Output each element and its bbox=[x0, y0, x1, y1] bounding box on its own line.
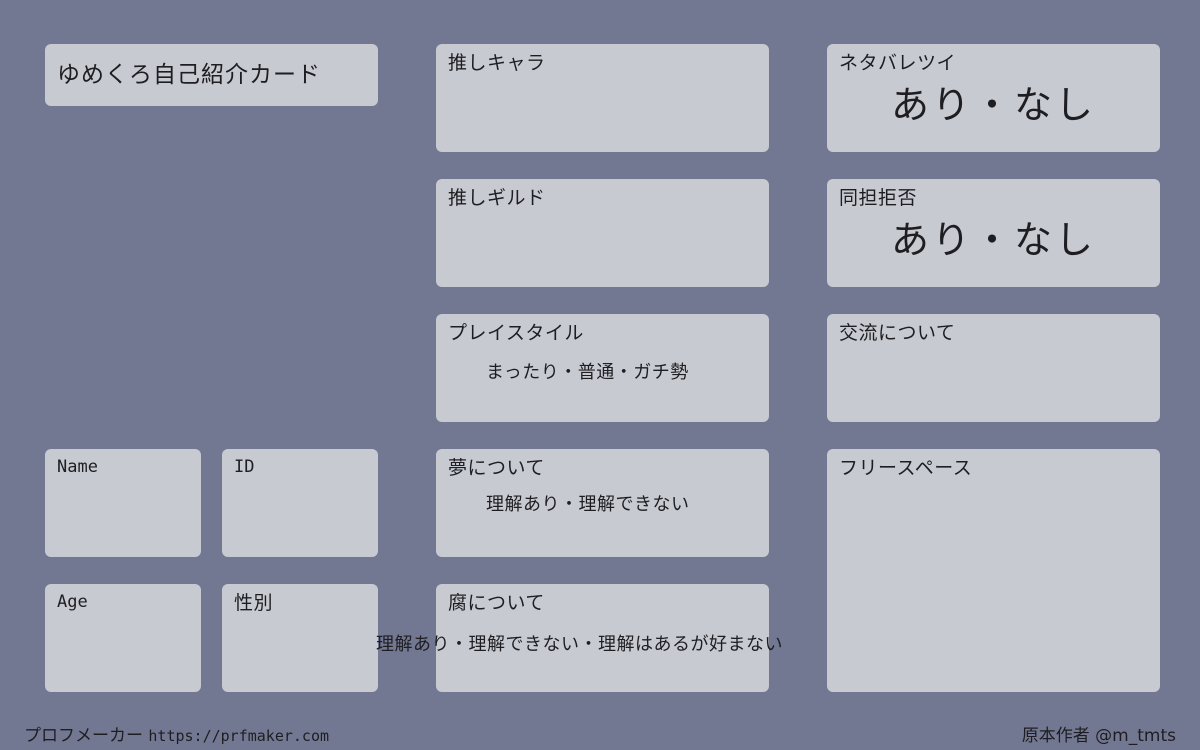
playstyle-options[interactable]: まったり・普通・ガチ勢 bbox=[486, 362, 689, 383]
doutan-options[interactable]: あり・なし bbox=[890, 218, 1096, 262]
oshi-chara-field[interactable]: 推しキャラ bbox=[436, 44, 769, 152]
oshi-guild-label: 推しギルド bbox=[448, 187, 546, 209]
maker-label: プロフメーカー bbox=[24, 726, 143, 746]
exchange-field[interactable]: 交流について bbox=[827, 314, 1160, 422]
yume-options[interactable]: 理解あり・理解できない bbox=[486, 494, 690, 515]
fu-field[interactable]: 腐について bbox=[436, 584, 769, 692]
oshi-guild-field[interactable]: 推しギルド bbox=[436, 179, 769, 287]
doutan-field[interactable]: 同担拒否 あり・なし bbox=[827, 179, 1160, 287]
footer-author: 原本作者 @m_tmts bbox=[1021, 726, 1176, 746]
card-title: ゆめくろ自己紹介カード bbox=[57, 62, 321, 88]
maker-url[interactable]: https://prfmaker.com bbox=[148, 727, 330, 745]
yume-field[interactable]: 夢について 理解あり・理解できない bbox=[436, 449, 769, 557]
free-space-label: フリースペース bbox=[839, 457, 973, 479]
doutan-label: 同担拒否 bbox=[839, 187, 918, 209]
oshi-chara-label: 推しキャラ bbox=[448, 52, 546, 74]
id-label: ID bbox=[234, 457, 255, 477]
age-field[interactable]: Age bbox=[45, 584, 201, 692]
name-field[interactable]: Name bbox=[45, 449, 201, 557]
spoiler-options[interactable]: あり・なし bbox=[890, 83, 1096, 127]
spoiler-label: ネタバレツイ bbox=[839, 52, 957, 74]
free-space-field[interactable]: フリースペース bbox=[827, 449, 1160, 692]
fu-options[interactable]: 理解あり・理解できない・理解はあるが好まない bbox=[376, 634, 783, 655]
yume-label: 夢について bbox=[448, 457, 545, 479]
name-label: Name bbox=[57, 457, 98, 477]
age-label: Age bbox=[57, 592, 88, 612]
spoiler-field[interactable]: ネタバレツイ あり・なし bbox=[827, 44, 1160, 152]
gender-field[interactable]: 性別 bbox=[222, 584, 378, 692]
gender-label: 性別 bbox=[234, 592, 274, 614]
playstyle-label: プレイスタイル bbox=[448, 322, 584, 344]
exchange-label: 交流について bbox=[839, 322, 956, 344]
id-field[interactable]: ID bbox=[222, 449, 378, 557]
playstyle-field[interactable]: プレイスタイル まったり・普通・ガチ勢 bbox=[436, 314, 769, 422]
title-card: ゆめくろ自己紹介カード bbox=[45, 44, 378, 106]
fu-label: 腐について bbox=[448, 592, 545, 614]
footer-maker: プロフメーカー https://prfmaker.com bbox=[24, 721, 329, 746]
